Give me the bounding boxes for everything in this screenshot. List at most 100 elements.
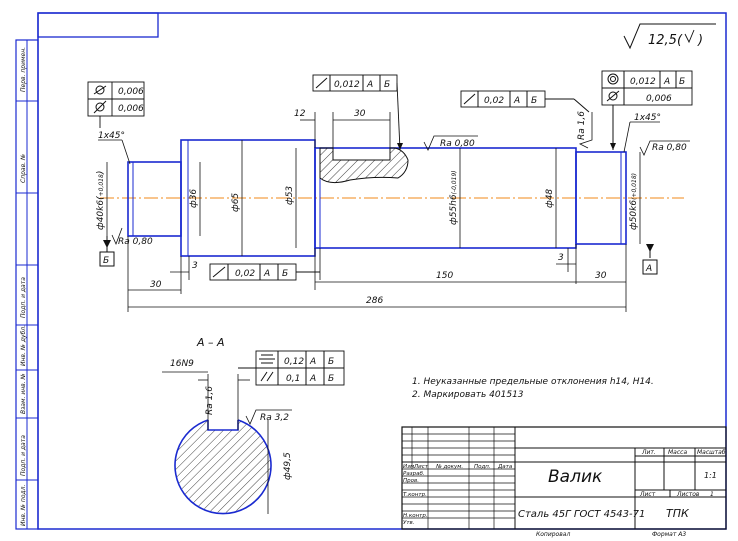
svg-text:Разраб.: Разраб. [403,471,425,477]
section-view: 16N9 ф49,5 Ra 1,6 Ra 3,2 [162,359,293,515]
svg-text:3: 3 [558,253,564,263]
svg-text:0,02: 0,02 [235,269,255,279]
svg-text:0,02: 0,02 [484,96,504,106]
tol-frame-right: 0,012 А Б 0,006 [601,70,693,150]
svg-text:Утв.: Утв. [403,520,415,526]
svg-text:Б: Б [679,77,685,87]
strip-label-1: Перв. примен. [20,47,27,92]
keyway-section [319,147,409,184]
svg-text:А: А [263,269,270,279]
sect-dia-label: ф49,5 [283,452,293,480]
svg-text:А: А [309,357,316,367]
ra-mid-mark [423,135,478,151]
svg-text:Формат А3: Формат А3 [652,531,686,538]
strip-label-6: Подп. и дата [20,435,27,476]
note-1: 1. Неуказанные предельные отклонения h14… [412,377,654,387]
bottom-dimensions: 30 3 0,02 А Б 150 3 30 286 [127,236,627,312]
organization: ТПК [666,507,690,520]
strip-label-4: Инв. № дубл. [20,325,27,366]
d-left-label: ф40k6(+0,018) [96,171,106,230]
chamfer-left-label: 1х45° [98,131,125,141]
d48-label: ф48 [545,189,555,208]
tol-left-runout: 0,006 [118,87,144,97]
svg-text:0,012: 0,012 [334,80,360,90]
ra-16b-label: Ra 1,6 [205,386,215,415]
section-label: А – А [196,336,225,349]
svg-text:0,012: 0,012 [630,77,656,87]
svg-text:Лист: Лист [413,464,429,470]
svg-text:Б: Б [531,96,537,106]
svg-text:0,12: 0,12 [284,357,304,367]
svg-text:А: А [513,96,520,106]
d65-label: ф65 [231,193,241,212]
svg-text:Пров.: Пров. [403,478,419,484]
title-block: Изм. Лист № докум. Подп. Дата Разраб. Пр… [401,426,727,538]
chamfer-right-label: 1х45° [634,113,661,123]
top-left-box [37,12,159,38]
strip-label-5: Взам. инв. № [20,373,27,414]
svg-text:286: 286 [366,296,383,306]
svg-text:0,1: 0,1 [286,374,300,384]
svg-text:3: 3 [192,261,198,271]
svg-text:А: А [645,264,652,274]
shaft-outline [127,139,627,257]
left-side-strip: Перв. примен. Справ. № Подп. и дата Инв.… [15,39,39,530]
svg-text:Лист: Лист [639,491,656,498]
material: Сталь 45Г ГОСТ 4543-71 [518,509,645,520]
ra-32-label: Ra 3,2 [260,413,289,423]
tol-frame-mid: 0,02 А Б [460,90,590,113]
d36-label: ф36 [189,189,199,208]
tol-frame-key: 0,012 А Б [312,74,403,151]
tol-frame-left: 0,006 0,006 [87,81,145,128]
svg-text:Н.контр.: Н.контр. [403,513,428,519]
svg-text:30: 30 [595,271,607,281]
d55-label: ф55h6(-0,019) [449,170,459,225]
svg-text:150: 150 [436,271,453,281]
datum-a: А [642,244,658,275]
svg-text:1: 1 [710,491,714,498]
svg-text:Б: Б [282,269,288,279]
general-roughness-mark: 12,5 ( ) [623,23,716,50]
svg-text:Дата: Дата [497,464,513,470]
svg-text:Подп.: Подп. [474,464,491,470]
svg-text:№ докум.: № докум. [435,464,463,470]
strip-label-3: Подп. и дата [20,277,27,318]
svg-text:Изм.: Изм. [403,464,416,470]
svg-text:0,006: 0,006 [646,94,672,104]
key-width-label: 16N9 [170,359,194,369]
tol-left-cyl: 0,006 [118,104,144,114]
svg-text:Б: Б [384,80,390,90]
strip-label-2: Справ. № [20,154,27,183]
d53-label: ф53 [285,186,295,205]
ra-16a-label: Ra 1,6 [577,111,587,140]
ra-right-mark [639,140,690,156]
ra-right-label: Ra 0,80 [652,143,687,153]
svg-text:Т.контр.: Т.контр. [403,492,427,498]
tol-frame-section: 0,12 А Б 0,1 А Б [238,350,345,386]
svg-text:(: ( [677,33,683,48]
svg-text:Лит.: Лит. [641,449,656,456]
part-name: Валик [548,467,603,487]
svg-text:А: А [309,374,316,384]
d50-label: ф50k6(+0,018) [629,173,639,230]
svg-text:): ) [697,33,703,48]
svg-text:1:1: 1:1 [704,471,717,480]
svg-text:А: А [663,77,670,87]
ra-mid-label: Ra 0,80 [440,139,475,149]
svg-text:Листов: Листов [676,491,700,498]
note-2: 2. Маркировать 401513 [412,390,524,400]
svg-text:30: 30 [150,280,162,290]
svg-text:Б: Б [328,374,334,384]
svg-text:А: А [366,80,373,90]
svg-text:Б: Б [103,256,109,266]
datum-b: Б [99,236,115,267]
ra-left-label: Ra 0,80 [118,237,153,247]
svg-text:Масштаб: Масштаб [697,449,726,456]
svg-text:Б: Б [328,357,334,367]
svg-text:Копировал: Копировал [536,531,570,538]
dim-30-key: 30 [354,109,366,119]
svg-text:Масса: Масса [668,449,687,456]
dim-12: 12 [294,109,306,119]
strip-label-7: Инв. № подл. [20,485,27,526]
